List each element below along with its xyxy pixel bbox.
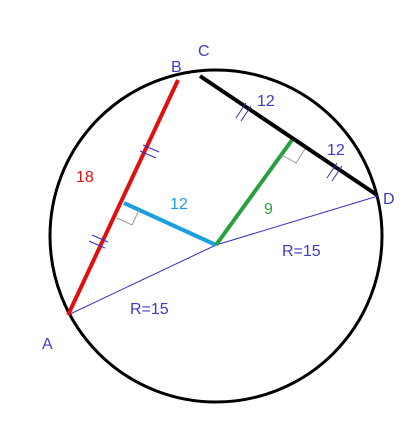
point-label-d: D: [383, 191, 395, 208]
point-label-b: B: [171, 59, 182, 76]
right-angle-marker-ab: [116, 209, 140, 226]
label-radius-od: R=15: [282, 243, 321, 260]
tick-ab-upper-2: [139, 150, 157, 159]
tick-cd-lower-1: [326, 162, 338, 179]
chord-ab: [66, 79, 180, 316]
label-radius-oa: R=15: [130, 301, 169, 318]
tick-ab-upper-1: [142, 144, 160, 153]
label-dist-ab: 12: [170, 196, 188, 213]
label-half-cd-upper: 12: [257, 93, 275, 110]
tick-cd-upper-1: [235, 102, 247, 119]
tick-ab-lower-1: [91, 234, 109, 243]
perpendicular-ab: [123, 201, 217, 247]
tick-cd-lower-2: [331, 165, 343, 182]
radius-oa: [67, 244, 217, 316]
point-label-c: C: [198, 43, 210, 60]
chord-cd: [198, 74, 379, 197]
tick-ab-lower-2: [88, 240, 106, 249]
tick-cd-upper-2: [240, 105, 252, 122]
right-angle-marker-cd: [281, 148, 306, 164]
point-label-a: A: [42, 336, 53, 353]
label-dist-cd: 9: [264, 201, 273, 218]
label-chord-ab-length: 18: [76, 169, 94, 186]
perpendicular-cd: [214, 138, 294, 247]
radius-od: [215, 195, 379, 246]
label-half-cd-lower: 12: [327, 142, 345, 159]
circle: [48, 68, 384, 404]
